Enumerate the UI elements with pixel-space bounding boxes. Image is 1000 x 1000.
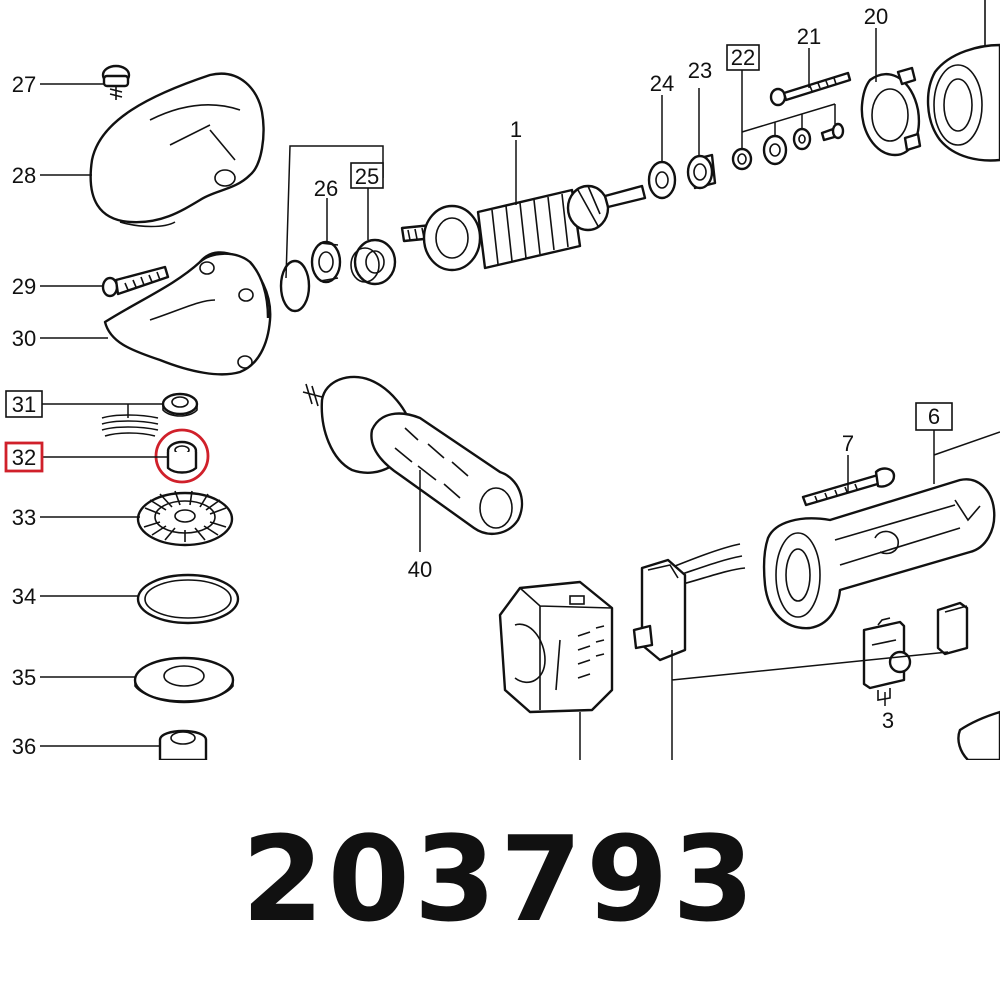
callout-27: 27 [12,72,36,97]
part-34-ring [136,573,240,625]
callout-29: 29 [12,274,36,299]
part-7-screw [801,467,896,507]
callout-36: 36 [12,734,36,759]
part-partial-bottom-right [957,710,1000,760]
callout-6: 6 [928,404,940,429]
callout-3: 3 [882,708,894,733]
callout-box-31 [5,390,43,418]
exploded-parts-diagram: 27 28 29 30 31 32 33 34 35 36 26 25 1 24… [4,0,1000,760]
part-21-screw [769,71,852,107]
part-31-spring [101,414,159,437]
part-22-set [731,122,845,171]
callout-33: 33 [12,505,36,530]
part-26-bushing [310,240,342,284]
callout-21: 21 [797,24,821,49]
callout-22: 22 [731,45,755,70]
callout-30: 30 [12,326,36,351]
callout-31: 31 [12,392,36,417]
part-20-flange [860,66,922,157]
callout-20: 20 [864,4,888,29]
part-32-bushing [166,440,198,474]
part-3-brush-holder [862,617,912,701]
part-28-cover [89,72,265,228]
part-23-bearing-sleeve [686,153,717,190]
part-6-handle-housing [762,478,996,630]
callout-32: 32 [12,445,36,470]
part-40-side-handle [302,375,524,536]
callout-34: 34 [12,584,36,609]
callout-1: 1 [510,117,522,142]
leader-lines [40,28,1000,760]
callout-box-25 [350,162,384,189]
part-seal-ring [279,259,311,313]
part-25-bearing [350,238,397,286]
part-stator [498,580,614,714]
callout-40: 40 [408,557,432,582]
callout-7: 7 [842,431,854,456]
part-number: 203793 [241,810,759,948]
part-36-spindle [158,729,208,760]
callout-24: 24 [650,71,674,96]
part-29-screw [101,265,170,298]
callout-28: 28 [12,163,36,188]
callout-box-22 [726,44,760,71]
part-24-bearing [647,160,677,200]
callout-25: 25 [355,164,379,189]
part-27-screw [101,64,131,100]
callout-box-6 [915,402,953,431]
part-1-armature [400,184,647,272]
part-32-highlight-circle [154,428,210,484]
callout-box-32-highlight [4,441,44,473]
callout-26: 26 [314,176,338,201]
part-33-gear [136,490,234,547]
callout-35: 35 [12,665,36,690]
part-31-nut [161,392,199,417]
part-30-gear-housing [103,251,272,376]
part-35-washer [133,656,235,704]
part-brush [936,601,969,656]
part-switch [632,543,746,662]
part-motor-housing [926,0,1000,162]
callout-23: 23 [688,58,712,83]
